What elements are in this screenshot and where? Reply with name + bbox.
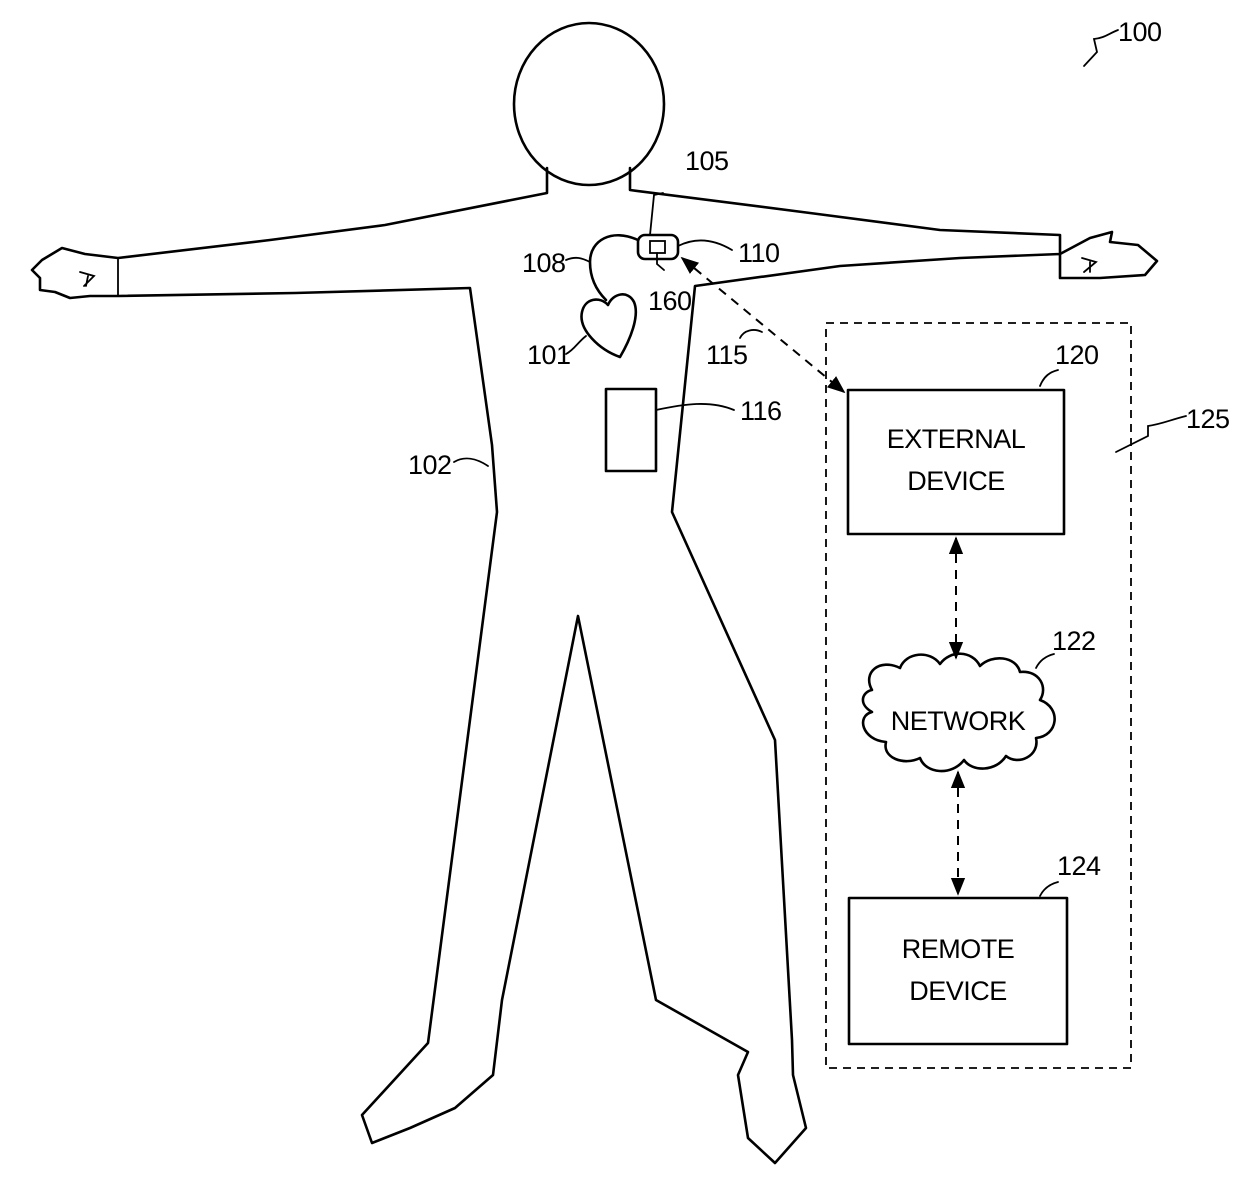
ref-lead-tip: 105 [685, 146, 729, 176]
ref-system: 125 [1186, 404, 1230, 434]
external-device-box [848, 390, 1064, 534]
left-palm-mark [80, 272, 94, 286]
ref-125-leader [1116, 416, 1186, 452]
wireless-link-arrow [682, 258, 844, 392]
sensor-patch [606, 389, 656, 471]
figure-ref-group: 100 [1084, 17, 1162, 66]
right-palm-mark [1082, 258, 1096, 272]
ref-108: 108 [522, 248, 590, 278]
external-device: EXTERNAL DEVICE [848, 390, 1064, 534]
heart-shape [582, 294, 636, 357]
ref-160: 160 [648, 253, 692, 316]
ref-115: 115 [706, 330, 762, 370]
ref-115-leader [740, 330, 762, 338]
remote-device-label-line1: REMOTE [902, 934, 1015, 964]
ref-lead: 108 [522, 248, 566, 278]
ref-108-leader [566, 258, 590, 262]
ref-122: 122 [1036, 626, 1096, 668]
ref-circuitry: 160 [648, 286, 692, 316]
ref-102-leader [454, 459, 488, 466]
device-housing [638, 235, 678, 259]
ref-125: 125 [1116, 404, 1230, 452]
body-outline [32, 168, 1157, 1163]
ref-120: 120 [1040, 340, 1099, 386]
remote-device-label-line2: DEVICE [909, 976, 1007, 1006]
ref-124-leader [1040, 882, 1058, 896]
network-label: NETWORK [891, 706, 1026, 736]
figure-ref-leader [1084, 30, 1118, 66]
remote-device: REMOTE DEVICE [849, 898, 1067, 1044]
ref-wireless-link: 115 [706, 340, 748, 370]
ref-120-leader [1040, 370, 1058, 386]
lead-tip-marker [650, 193, 663, 235]
ref-network: 122 [1052, 626, 1096, 656]
ref-116: 116 [656, 396, 782, 426]
ref-remote-device: 124 [1057, 851, 1101, 881]
ref-sensor: 116 [740, 396, 782, 426]
implanted-device [638, 193, 678, 259]
ref-external-device: 120 [1055, 340, 1099, 370]
external-device-label-line1: EXTERNAL [887, 424, 1026, 454]
ref-102: 102 [408, 450, 488, 480]
network: NETWORK [863, 654, 1055, 771]
heart [582, 294, 636, 357]
device-circuitry [650, 241, 665, 253]
ref-110: 110 [678, 238, 780, 268]
ref-body: 102 [408, 450, 452, 480]
ref-110-leader [678, 240, 732, 250]
head [514, 23, 664, 185]
external-device-label-line2: DEVICE [907, 466, 1005, 496]
ref-122-leader [1036, 654, 1054, 668]
ref-124: 124 [1040, 851, 1101, 896]
ref-heart: 101 [527, 340, 571, 370]
ref-116-leader [656, 404, 734, 410]
remote-device-box [849, 898, 1067, 1044]
ref-105: 105 [685, 146, 729, 176]
ref-101: 101 [527, 336, 586, 370]
figure-number: 100 [1118, 17, 1162, 47]
ref-160-leader [657, 253, 664, 270]
lead-wire [590, 235, 638, 300]
ref-implanted-device: 110 [738, 238, 780, 268]
